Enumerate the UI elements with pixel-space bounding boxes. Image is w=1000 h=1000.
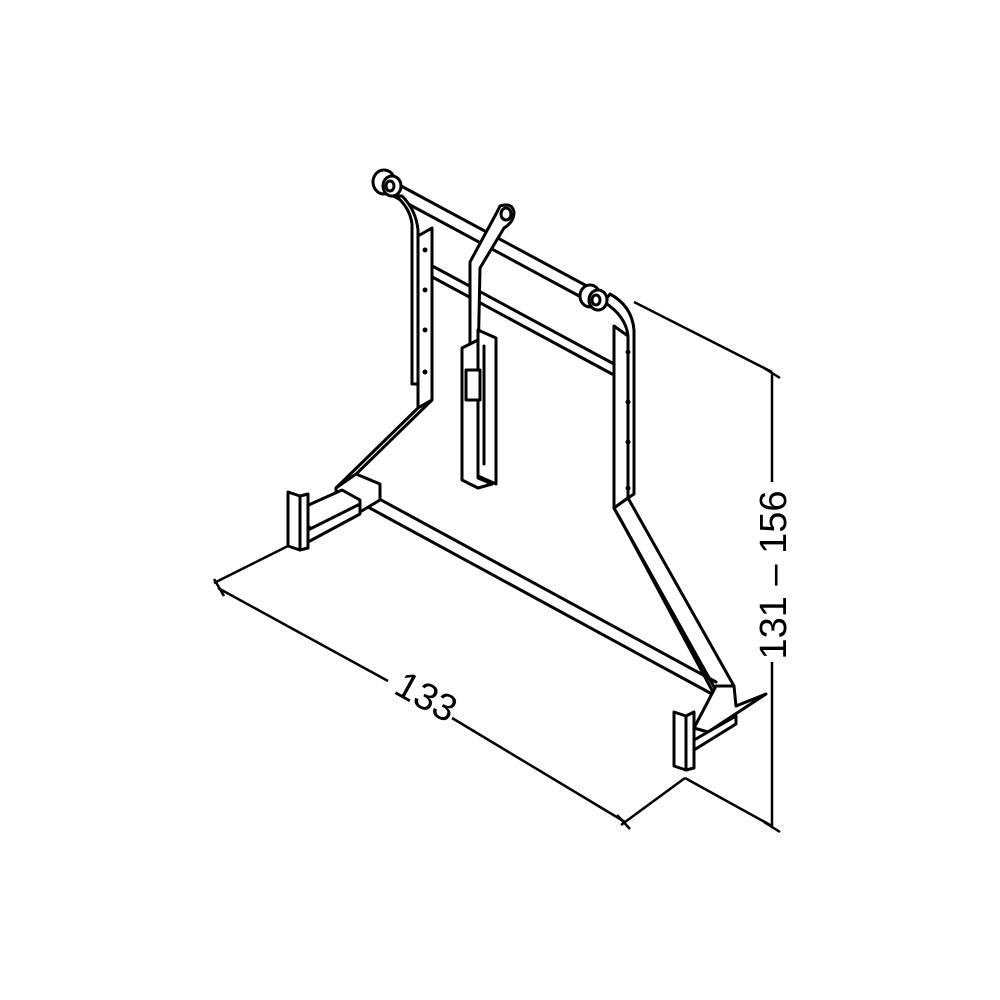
width-extension-left bbox=[213, 544, 289, 585]
width-dimension: 133 bbox=[212, 544, 686, 830]
middle-rod bbox=[421, 260, 616, 376]
left-foot bbox=[286, 472, 382, 552]
height-tick-bottom bbox=[763, 820, 781, 834]
right-knob bbox=[578, 283, 609, 312]
height-extension-top bbox=[633, 300, 773, 374]
width-dimension-label: 133 bbox=[388, 664, 464, 731]
right-arm bbox=[602, 292, 736, 696]
height-dimension: 131 – 156 bbox=[633, 300, 795, 834]
width-extension-right bbox=[620, 776, 686, 827]
width-dimension-line-right bbox=[451, 716, 626, 824]
right-foot bbox=[672, 684, 768, 772]
width-dimension-line-left bbox=[217, 586, 389, 683]
height-extension-bottom bbox=[684, 776, 773, 828]
width-tick-right bbox=[616, 814, 631, 830]
bottom-rod bbox=[342, 480, 718, 696]
width-tick-left bbox=[212, 578, 226, 597]
height-dimension-label: 131 – 156 bbox=[753, 490, 795, 659]
left-knob bbox=[371, 168, 403, 198]
height-tick-top bbox=[763, 366, 781, 380]
center-hook bbox=[460, 203, 516, 490]
left-arm bbox=[334, 194, 434, 490]
